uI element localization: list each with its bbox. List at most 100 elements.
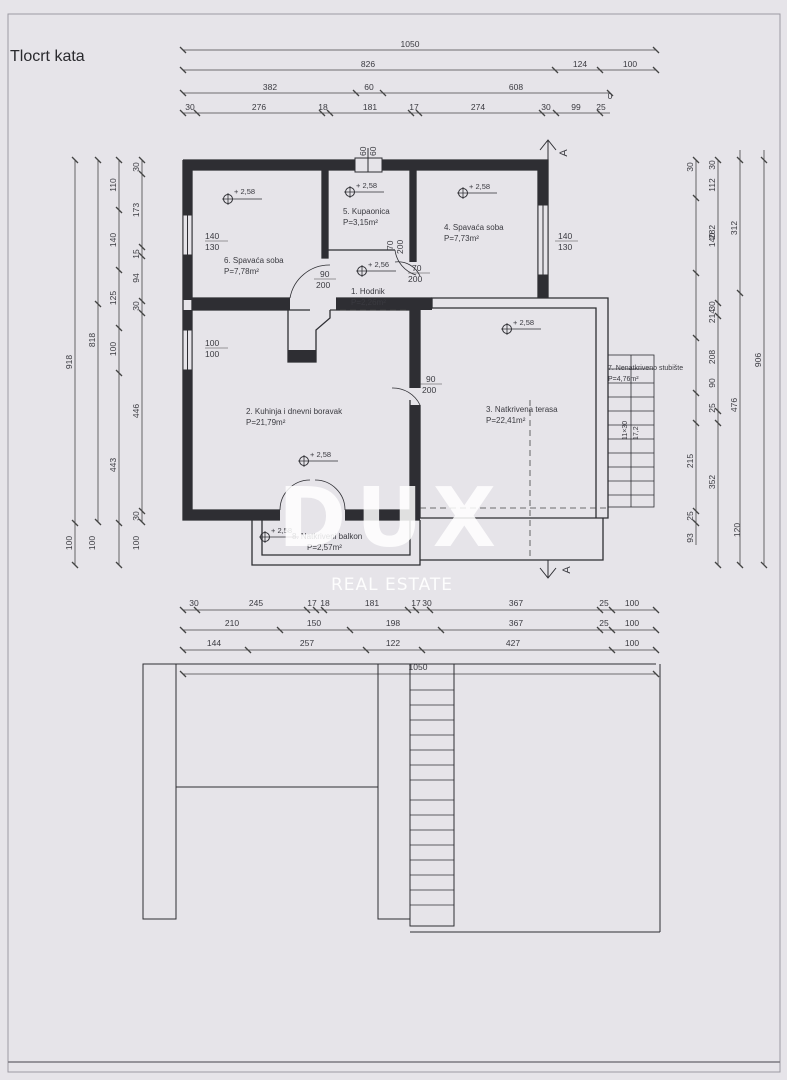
level-marker: + 2,58 bbox=[259, 526, 299, 543]
drawing-title: Tlocrt kata bbox=[10, 48, 85, 65]
stairs-plan bbox=[607, 354, 655, 508]
dim-label: 25 bbox=[599, 618, 609, 628]
watermark: DUX REAL ESTATE bbox=[278, 471, 506, 595]
windows bbox=[182, 148, 549, 371]
dim-label: 382 bbox=[263, 82, 277, 92]
dim-label: 30 bbox=[707, 301, 717, 311]
door-width-label: 90 bbox=[320, 269, 330, 279]
door-width-label: 70 bbox=[385, 240, 395, 250]
room-7-area: P=4,76m² bbox=[608, 376, 639, 383]
level-marker: + 2,58 bbox=[457, 182, 497, 199]
dim-label: 608 bbox=[509, 82, 523, 92]
top-dimension-lines bbox=[179, 46, 660, 117]
dim-label: 476 bbox=[729, 398, 739, 412]
dim-label: 122 bbox=[386, 638, 400, 648]
level-label: + 2,58 bbox=[469, 182, 490, 191]
opening-labels: 140 130 140 130 100 100 90 200 70 200 90… bbox=[205, 146, 578, 395]
dim-label: 367 bbox=[509, 598, 523, 608]
dim-label: 144 bbox=[207, 638, 221, 648]
dim-label: 30 bbox=[185, 102, 195, 112]
dim-label: 25 bbox=[685, 511, 695, 521]
dim-top-total: 1050 bbox=[401, 39, 420, 49]
level-label: + 2,58 bbox=[271, 526, 292, 535]
door-height-label: 200 bbox=[408, 274, 422, 284]
room-4-area: P=7,73m² bbox=[444, 234, 479, 243]
right-dimension-lines bbox=[692, 150, 768, 569]
dim-label: 15 bbox=[131, 249, 141, 259]
dim-label: 274 bbox=[471, 102, 485, 112]
door-width-label: 70 bbox=[412, 263, 422, 273]
elevation-drawing bbox=[142, 663, 661, 933]
dim-label: 99 bbox=[571, 102, 581, 112]
dim-label: 367 bbox=[509, 618, 523, 628]
dim-label: 198 bbox=[386, 618, 400, 628]
elevation-stairs bbox=[410, 689, 454, 906]
dim-label: 60 bbox=[364, 82, 374, 92]
room-7-name: 7. Nenatkriveno stubište bbox=[608, 365, 683, 372]
level-marker: + 2,56 bbox=[356, 260, 396, 277]
level-markers: + 2,58 + 2,58 + 2,58 + 2,56 + 2,58 bbox=[222, 181, 541, 543]
room-labels: 1. Hodnik P=2,26m² 2. Kuhinja i dnevni b… bbox=[224, 207, 683, 552]
left-dimension-labels: 918 100 818 443 100 110 140 125 100 446 … bbox=[64, 162, 141, 550]
dim-label: 18 bbox=[318, 102, 328, 112]
watermark-subtitle: REAL ESTATE bbox=[331, 575, 453, 595]
room-6-name: 6. Spavaća soba bbox=[224, 256, 284, 265]
dim-label: 208 bbox=[707, 350, 717, 364]
room-8-area: P=2,57m² bbox=[307, 543, 342, 552]
dim-label: 427 bbox=[506, 638, 520, 648]
dim-left-total: 918 bbox=[64, 355, 74, 369]
stair-dim-label: 11×30 bbox=[622, 421, 629, 440]
dim-label: 112 bbox=[707, 178, 717, 192]
level-marker: + 2,58 bbox=[344, 181, 384, 198]
dim-label: 110 bbox=[108, 178, 118, 192]
window-width-label: 140 bbox=[558, 231, 572, 241]
dim-label: 17 bbox=[409, 102, 419, 112]
door-height-label: 200 bbox=[316, 280, 330, 290]
dim-label: 25 bbox=[707, 403, 717, 413]
dim-label: 100 bbox=[625, 618, 639, 628]
top-dimension-labels: 1050 826 124 100 382 60 608 0 30 276 18 … bbox=[185, 39, 637, 112]
dim-label: 282 bbox=[707, 225, 717, 239]
level-label: + 2,58 bbox=[310, 450, 331, 459]
level-label: + 2,58 bbox=[356, 181, 377, 190]
level-label: + 2,58 bbox=[234, 187, 255, 196]
dim-label: 150 bbox=[307, 618, 321, 628]
dim-label: 446 bbox=[131, 404, 141, 418]
dim-label: 18 bbox=[320, 598, 330, 608]
level-label: + 2,58 bbox=[513, 318, 534, 327]
dim-label: 0 bbox=[608, 91, 613, 101]
opening-label: 60 bbox=[358, 146, 368, 156]
dim-label: 276 bbox=[252, 102, 266, 112]
level-marker: + 2,58 bbox=[501, 318, 541, 335]
dim-label: 25 bbox=[596, 102, 606, 112]
dim-label: 30 bbox=[189, 598, 199, 608]
room-6-area: P=7,78m² bbox=[224, 267, 259, 276]
dim-label: 100 bbox=[108, 342, 118, 356]
dim-label: 100 bbox=[623, 59, 637, 69]
dim-label: 818 bbox=[87, 333, 97, 347]
dim-label: 124 bbox=[573, 59, 587, 69]
dim-right-total: 906 bbox=[753, 353, 763, 367]
stair-dim-label: 17,2 bbox=[633, 426, 640, 440]
dim-label: 30 bbox=[707, 160, 717, 170]
bottom-dimension-labels: 30 245 17 18 181 17 30 367 25 100 210 15… bbox=[189, 598, 639, 672]
section-marker-lines bbox=[539, 139, 557, 579]
paper-edge bbox=[7, 13, 781, 1073]
dim-label: 100 bbox=[131, 536, 141, 550]
dim-label: 245 bbox=[249, 598, 263, 608]
room-2-name: 2. Kuhinja i dnevni boravak bbox=[246, 407, 343, 416]
dim-label: 30 bbox=[131, 511, 141, 521]
dashed-lines bbox=[330, 309, 608, 560]
window-height-label: 130 bbox=[205, 242, 219, 252]
dim-label: 100 bbox=[625, 598, 639, 608]
dim-label: 30 bbox=[131, 162, 141, 172]
dim-label: 181 bbox=[363, 102, 377, 112]
window-width-label: 140 bbox=[205, 231, 219, 241]
dim-label: 30 bbox=[541, 102, 551, 112]
dim-label: 826 bbox=[361, 59, 375, 69]
dim-label: 30 bbox=[422, 598, 432, 608]
dim-label: 100 bbox=[625, 638, 639, 648]
room-5-area: P=3,15m² bbox=[343, 218, 378, 227]
door-height-label: 200 bbox=[422, 385, 436, 395]
watermark-logo: DUX bbox=[278, 471, 506, 566]
